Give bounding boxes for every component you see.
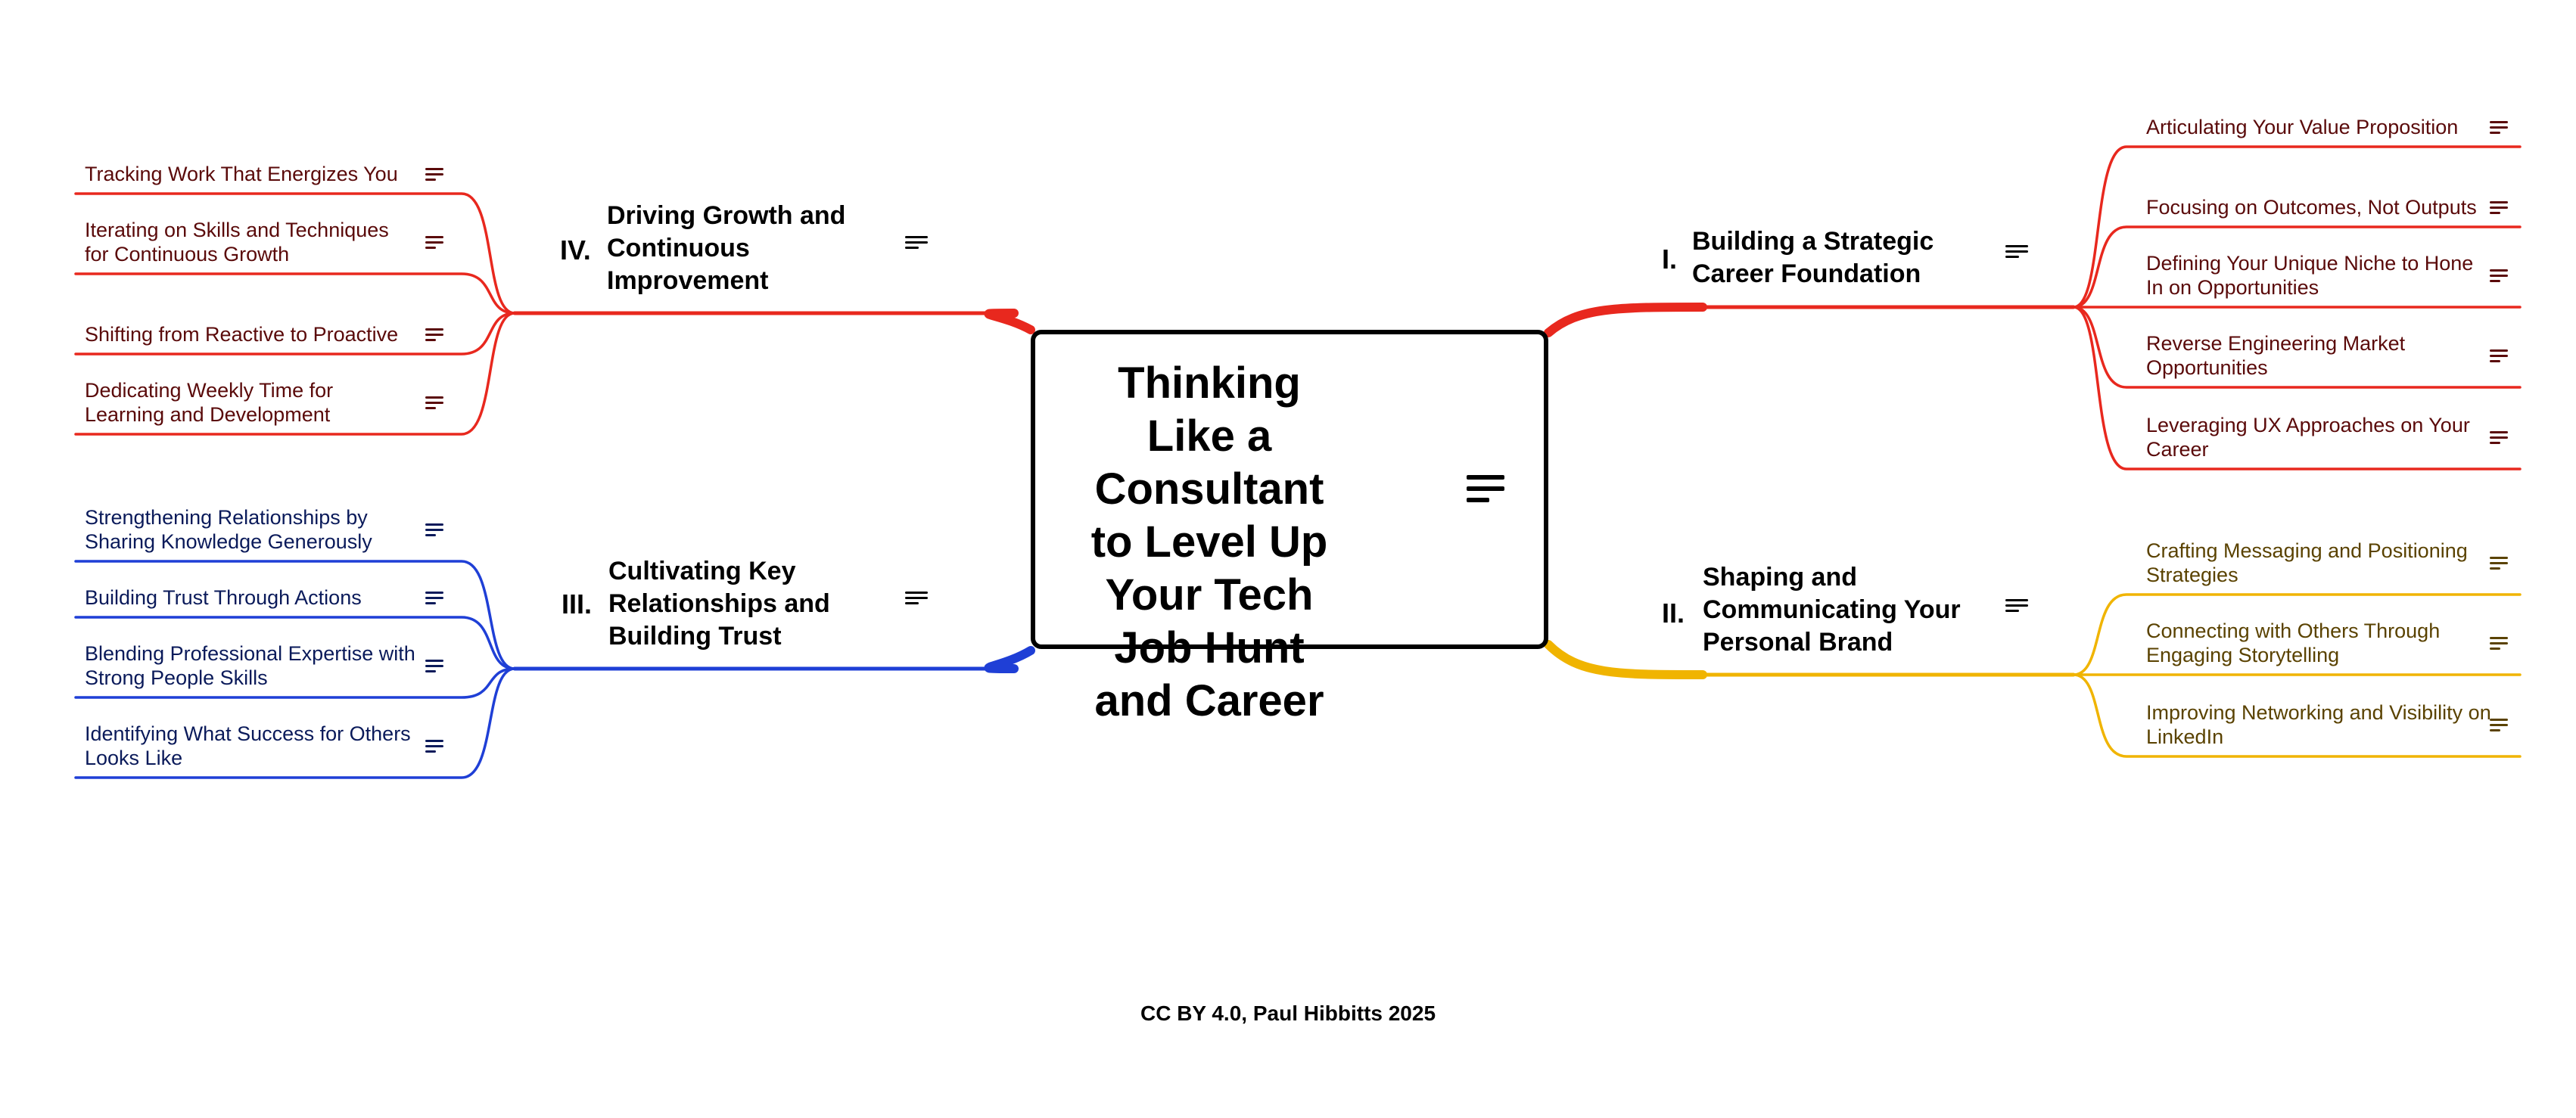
leaf-topic-label[interactable]: Blending Professional Expertise with Str… <box>85 642 415 689</box>
branch-notes-icon[interactable] <box>2005 599 2028 612</box>
leaf-topic-label[interactable]: Strengthening Relationships by Sharing K… <box>85 506 372 553</box>
license-footer: CC BY 4.0, Paul Hibbitts 2025 <box>1140 1002 1436 1025</box>
leaf-connector <box>74 272 516 315</box>
branch-notes-icon[interactable] <box>905 592 928 604</box>
leaf-topic-label[interactable]: Shifting from Reactive to Proactive <box>85 323 399 346</box>
leaf-notes-icon[interactable] <box>2490 557 2508 570</box>
leaf-connector <box>2072 306 2522 470</box>
central-topic[interactable]: Thinking Like a Consultant to Level Up Y… <box>1031 330 1548 725</box>
notes-icon[interactable] <box>1467 475 1504 502</box>
branch-number: II. <box>1662 598 1685 629</box>
branch-topic-label[interactable]: Driving Growth and Continuous Improvemen… <box>607 201 846 295</box>
branch-topic-label[interactable]: Building a Strategic Career Foundation <box>1692 227 1934 288</box>
leaf-connector <box>2072 145 2522 309</box>
leaf-notes-icon[interactable] <box>2490 431 2508 444</box>
leaf-topic-label[interactable]: Dedicating Weekly Time for Learning and … <box>85 379 334 426</box>
branch-topic-label[interactable]: Shaping and Communicating Your Personal … <box>1703 563 1961 657</box>
leaf-topic-label[interactable]: Crafting Messaging and Positioning Strat… <box>2146 539 2468 586</box>
leaf-notes-icon[interactable] <box>2490 201 2508 214</box>
branch-notes-icon[interactable] <box>905 236 928 249</box>
branch-number: IV. <box>560 234 591 266</box>
branch-connector <box>984 309 1035 334</box>
leaf-notes-icon[interactable] <box>425 168 443 181</box>
leaf-topic-label[interactable]: Defining Your Unique Niche to Hone In on… <box>2146 252 2474 299</box>
leaf-connector <box>74 560 516 670</box>
leaf-notes-icon[interactable] <box>425 660 443 672</box>
leaf-connector <box>2072 593 2522 676</box>
leaf-connector <box>2072 225 2522 309</box>
leaf-topic-label[interactable]: Identifying What Success for Others Look… <box>85 722 411 769</box>
leaf-connector <box>74 312 516 436</box>
branch-connector <box>1544 640 1707 679</box>
leaf-connector <box>2072 673 2522 758</box>
leaf-topic-label[interactable]: Iterating on Skills and Techniques for C… <box>85 219 389 266</box>
leaf-connector <box>74 667 516 699</box>
leaf-notes-icon[interactable] <box>2490 269 2508 282</box>
leaf-notes-icon[interactable] <box>2490 349 2508 362</box>
central-title: Thinking Like a Consultant to Level Up Y… <box>1090 359 1328 725</box>
leaf-notes-icon[interactable] <box>2490 719 2508 731</box>
leaf-topic-label[interactable]: Improving Networking and Visibility on L… <box>2146 701 2491 748</box>
leaf-topic-label[interactable]: Reverse Engineering Market Opportunities <box>2146 332 2406 379</box>
leaf-connector <box>74 616 516 670</box>
leaf-notes-icon[interactable] <box>425 740 443 753</box>
branch-connector <box>984 646 1035 673</box>
leaf-topic-label[interactable]: Connecting with Others Through Engaging … <box>2146 620 2441 666</box>
leaf-topic-label[interactable]: Tracking Work That Energizes You <box>85 163 398 185</box>
leaf-connector <box>74 312 516 356</box>
leaf-notes-icon[interactable] <box>425 592 443 604</box>
leaf-connector <box>74 192 516 315</box>
leaf-notes-icon[interactable] <box>425 523 443 536</box>
branch-number: I. <box>1662 244 1678 275</box>
leaf-topic-label[interactable]: Building Trust Through Actions <box>85 586 362 609</box>
leaf-notes-icon[interactable] <box>2490 121 2508 134</box>
leaf-topic-label[interactable]: Articulating Your Value Proposition <box>2146 116 2459 138</box>
leaf-connector <box>74 667 516 779</box>
leaf-notes-icon[interactable] <box>425 328 443 341</box>
branch-number: III. <box>562 589 593 620</box>
leaf-topic-label[interactable]: Leveraging UX Approaches on Your Career <box>2146 414 2470 461</box>
branch-connector <box>1544 303 1707 337</box>
leaf-notes-icon[interactable] <box>425 236 443 249</box>
branch-topic-label[interactable]: Cultivating Key Relationships and Buildi… <box>608 557 830 651</box>
leaf-topic-label[interactable]: Focusing on Outcomes, Not Outputs <box>2146 196 2477 219</box>
leaf-notes-icon[interactable] <box>425 396 443 409</box>
leaf-connector <box>2072 306 2522 389</box>
branch-notes-icon[interactable] <box>2005 245 2028 258</box>
leaf-notes-icon[interactable] <box>2490 637 2508 650</box>
